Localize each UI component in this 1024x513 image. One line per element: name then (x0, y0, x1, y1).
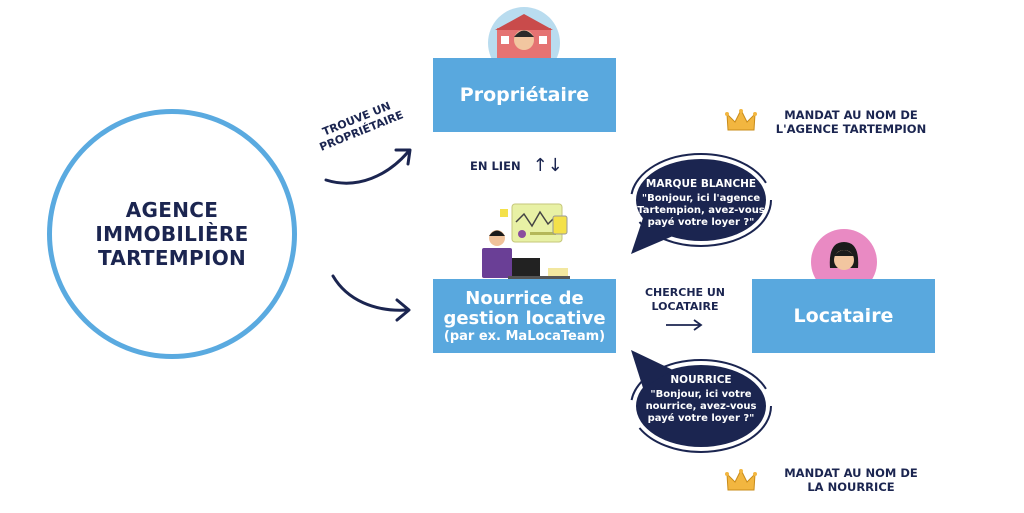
up-down-arrows-icon: ↑↓ (532, 155, 563, 176)
in-link-label: EN LIEN ↑↓ (470, 155, 563, 176)
mandate-agency-line2: L'AGENCE TARTEMPION (775, 122, 927, 136)
bubble-white-label-line2: Tartempion, avez-vous (637, 205, 765, 216)
find-tenant-label: CHERCHE UN LOCATAIRE (640, 286, 730, 314)
bubble-nanny-title: NOURRICE (670, 374, 732, 386)
mandate-nanny-line1: MANDAT AU NOM DE (784, 466, 918, 480)
bubble-white-label-title: MARQUE BLANCHE (645, 178, 757, 190)
nanny-illustration (482, 203, 570, 279)
bubble-white-label-shape (630, 153, 772, 254)
bubble-nanny-shape (630, 350, 772, 453)
mandate-agency: MANDAT AU NOM DE L'AGENCE TARTEMPION (768, 108, 934, 136)
nanny-line2: gestion locative (443, 307, 606, 329)
nanny-box: Nourrice de gestion locative (par ex. Ma… (433, 279, 616, 353)
bubble-nanny-line2: nourrice, avez-vous (645, 401, 757, 412)
bubble-white-label-line3: payé votre loyer ?" (647, 217, 755, 228)
arrow-to-owner (324, 148, 412, 185)
agency-name-line1: AGENCE (125, 198, 219, 222)
nanny-line3: (par ex. MaLocaTeam) (443, 328, 606, 344)
agency-circle: AGENCE IMMOBILIÈRE TARTEMPION (47, 109, 297, 359)
in-link-text: EN LIEN (470, 158, 521, 173)
crown-icon (725, 468, 757, 491)
tenant-box: Locataire (752, 279, 935, 353)
tenant-label: Locataire (793, 305, 894, 327)
find-tenant-line2: LOCATAIRE (651, 300, 719, 313)
find-tenant-line1: CHERCHE UN (644, 286, 726, 299)
bubble-white-label: MARQUE BLANCHE "Bonjour, ici l'agence Ta… (637, 178, 765, 229)
crown-icon (725, 108, 757, 131)
bubble-nanny-line1: "Bonjour, ici votre (650, 389, 752, 400)
mandate-nanny: MANDAT AU NOM DE LA NOURRICE (768, 466, 934, 494)
owner-box: Propriétaire (433, 58, 616, 132)
bubble-nanny-line3: payé votre loyer ?" (647, 413, 755, 424)
nanny-line1: Nourrice de (465, 287, 584, 309)
arrow-to-nanny (331, 274, 411, 322)
mandate-nanny-line2: LA NOURRICE (807, 480, 895, 494)
agency-name-line2: IMMOBILIÈRE (95, 222, 249, 246)
mandate-agency-line1: MANDAT AU NOM DE (784, 108, 918, 122)
agency-name-line3: TARTEMPION (97, 246, 247, 270)
owner-label: Propriétaire (459, 84, 590, 106)
arrow-right-icon (666, 319, 703, 331)
bubble-white-label-line1: "Bonjour, ici l'agence (641, 193, 761, 204)
bubble-nanny: NOURRICE "Bonjour, ici votre nourrice, a… (637, 374, 765, 425)
